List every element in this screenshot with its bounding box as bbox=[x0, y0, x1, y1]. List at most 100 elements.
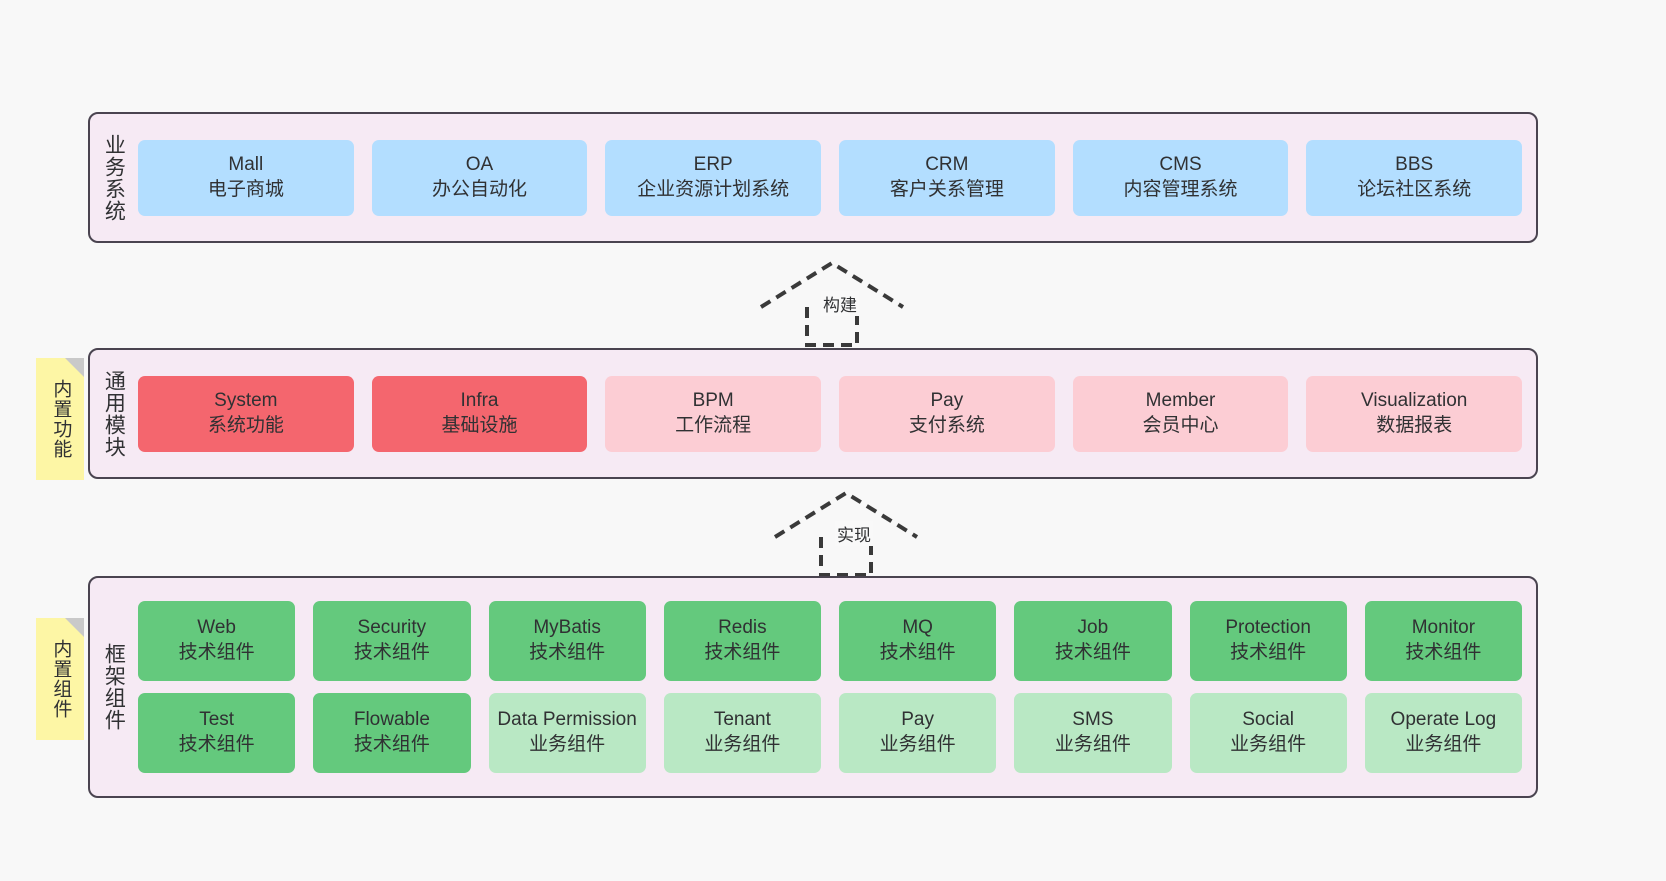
card-desc: 基础设施 bbox=[441, 414, 518, 436]
card-name: ERP bbox=[693, 153, 733, 175]
card-desc: 业务组件 bbox=[704, 734, 781, 755]
layer-framework-component: 框架组件 Web 技术组件 Security 技术组件 MyBatis 技术组件… bbox=[88, 576, 1538, 798]
card-name: System bbox=[214, 389, 278, 411]
card-name: Infra bbox=[460, 389, 499, 411]
card-redis[interactable]: Redis 技术组件 bbox=[663, 601, 821, 681]
card-name: Security bbox=[357, 617, 427, 639]
card-name: CRM bbox=[925, 153, 969, 175]
card-name: Web bbox=[197, 617, 236, 639]
card-desc: 内容管理系统 bbox=[1123, 178, 1238, 200]
layer-body-business-system: Mall 电子商城 OA 办公自动化 ERP 企业资源计划系统 CRM 客户关系… bbox=[136, 114, 1536, 241]
card-infra[interactable]: Infra 基础设施 bbox=[371, 375, 588, 452]
card-name: Pay bbox=[930, 389, 964, 411]
card-security[interactable]: Security 技术组件 bbox=[313, 601, 471, 681]
card-name: Pay bbox=[901, 709, 934, 731]
card-test[interactable]: Test 技术组件 bbox=[138, 693, 296, 773]
card-operate-log[interactable]: Operate Log 业务组件 bbox=[1364, 693, 1522, 773]
card-row: System 系统功能 Infra 基础设施 BPM 工作流程 Pay 支付系统… bbox=[138, 375, 1523, 452]
card-oa[interactable]: OA 办公自动化 bbox=[371, 139, 588, 216]
note-builtin-component: 内置组件 bbox=[36, 618, 84, 740]
card-desc: 论坛社区系统 bbox=[1357, 178, 1472, 200]
card-crm[interactable]: CRM 客户关系管理 bbox=[839, 139, 1055, 216]
card-sms[interactable]: SMS 业务组件 bbox=[1014, 693, 1172, 773]
card-desc: 技术组件 bbox=[178, 642, 255, 663]
layer-title-business-system: 业务系统 bbox=[102, 133, 126, 222]
card-desc: 办公自动化 bbox=[432, 178, 528, 200]
card-monitor[interactable]: Monitor 技术组件 bbox=[1364, 601, 1522, 681]
card-data-permission[interactable]: Data Permission 业务组件 bbox=[488, 693, 646, 773]
card-desc: 工作流程 bbox=[675, 414, 752, 436]
card-desc: 业务组件 bbox=[1054, 734, 1131, 755]
card-name: MQ bbox=[902, 617, 933, 639]
card-row: Mall 电子商城 OA 办公自动化 ERP 企业资源计划系统 CRM 客户关系… bbox=[138, 139, 1523, 216]
card-name: Data Permission bbox=[497, 709, 637, 731]
arrow-shaft-outline bbox=[805, 307, 859, 347]
card-desc: 电子商城 bbox=[207, 178, 284, 200]
card-visualization[interactable]: Visualization 数据报表 bbox=[1306, 375, 1523, 452]
card-name: Social bbox=[1242, 709, 1294, 731]
card-desc: 技术组件 bbox=[529, 642, 606, 663]
card-social[interactable]: Social 业务组件 bbox=[1189, 693, 1347, 773]
card-bpm[interactable]: BPM 工作流程 bbox=[605, 375, 822, 452]
card-member[interactable]: Member 会员中心 bbox=[1072, 375, 1289, 452]
note-label: 内置组件 bbox=[50, 639, 72, 719]
card-desc: 会员中心 bbox=[1142, 414, 1219, 436]
card-pay-business[interactable]: Pay 业务组件 bbox=[839, 693, 997, 773]
card-web[interactable]: Web 技术组件 bbox=[138, 601, 296, 681]
card-name: Operate Log bbox=[1390, 709, 1497, 731]
card-name: MyBatis bbox=[533, 617, 601, 639]
card-name: Tenant bbox=[713, 709, 771, 731]
card-name: BBS bbox=[1395, 153, 1434, 175]
card-desc: 业务组件 bbox=[529, 734, 606, 755]
card-desc: 技术组件 bbox=[1405, 642, 1482, 663]
card-job[interactable]: Job 技术组件 bbox=[1014, 601, 1172, 681]
layer-body-framework-component: Web 技术组件 Security 技术组件 MyBatis 技术组件 Redi… bbox=[136, 578, 1536, 796]
card-name: CMS bbox=[1159, 153, 1202, 175]
layer-title-framework-component: 框架组件 bbox=[102, 643, 126, 731]
card-tenant[interactable]: Tenant 业务组件 bbox=[663, 693, 821, 773]
card-desc: 技术组件 bbox=[353, 642, 430, 663]
card-name: Member bbox=[1145, 389, 1216, 411]
card-erp[interactable]: ERP 企业资源计划系统 bbox=[605, 139, 822, 216]
layer-common-module: 通用模块 System 系统功能 Infra 基础设施 BPM 工作流程 Pay… bbox=[88, 348, 1538, 479]
card-name: Visualization bbox=[1361, 389, 1468, 411]
card-flowable[interactable]: Flowable 技术组件 bbox=[313, 693, 471, 773]
card-protection[interactable]: Protection 技术组件 bbox=[1189, 601, 1347, 681]
card-name: Protection bbox=[1225, 617, 1311, 639]
card-row: Web 技术组件 Security 技术组件 MyBatis 技术组件 Redi… bbox=[138, 601, 1522, 681]
card-name: OA bbox=[465, 153, 494, 175]
card-mybatis[interactable]: MyBatis 技术组件 bbox=[488, 601, 646, 681]
card-name: Flowable bbox=[353, 709, 430, 731]
card-desc: 系统功能 bbox=[207, 414, 284, 436]
note-label: 内置功能 bbox=[50, 379, 72, 459]
card-desc: 技术组件 bbox=[1230, 642, 1307, 663]
card-name: Mall bbox=[228, 153, 264, 175]
arrow-head-outline bbox=[773, 490, 919, 539]
card-name: Monitor bbox=[1411, 617, 1476, 639]
card-desc: 技术组件 bbox=[704, 642, 781, 663]
card-desc: 客户关系管理 bbox=[889, 178, 1004, 200]
card-mall[interactable]: Mall 电子商城 bbox=[138, 139, 354, 216]
card-bbs[interactable]: BBS 论坛社区系统 bbox=[1306, 139, 1523, 216]
card-pay[interactable]: Pay 支付系统 bbox=[839, 375, 1055, 452]
card-name: BPM bbox=[692, 389, 734, 411]
connector-realize: 实现 bbox=[771, 489, 921, 579]
connector-label-build: 构建 bbox=[821, 291, 859, 316]
card-cms[interactable]: CMS 内容管理系统 bbox=[1072, 139, 1289, 216]
card-mq[interactable]: MQ 技术组件 bbox=[839, 601, 997, 681]
card-desc: 技术组件 bbox=[879, 642, 956, 663]
layer-business-system: 业务系统 Mall 电子商城 OA 办公自动化 ERP 企业资源计划系统 CRM… bbox=[88, 112, 1538, 243]
card-desc: 数据报表 bbox=[1376, 414, 1453, 436]
card-name: SMS bbox=[1072, 709, 1114, 731]
card-system[interactable]: System 系统功能 bbox=[138, 375, 354, 452]
arrow-shaft-outline bbox=[819, 537, 873, 577]
arrow-head-outline bbox=[759, 260, 905, 309]
card-name: Job bbox=[1077, 617, 1109, 639]
card-desc: 支付系统 bbox=[908, 414, 985, 436]
card-desc: 技术组件 bbox=[353, 734, 430, 755]
card-desc: 业务组件 bbox=[1230, 734, 1307, 755]
card-name: Redis bbox=[718, 617, 767, 639]
note-builtin-function: 内置功能 bbox=[36, 358, 84, 480]
layer-body-common-module: System 系统功能 Infra 基础设施 BPM 工作流程 Pay 支付系统… bbox=[136, 350, 1536, 477]
